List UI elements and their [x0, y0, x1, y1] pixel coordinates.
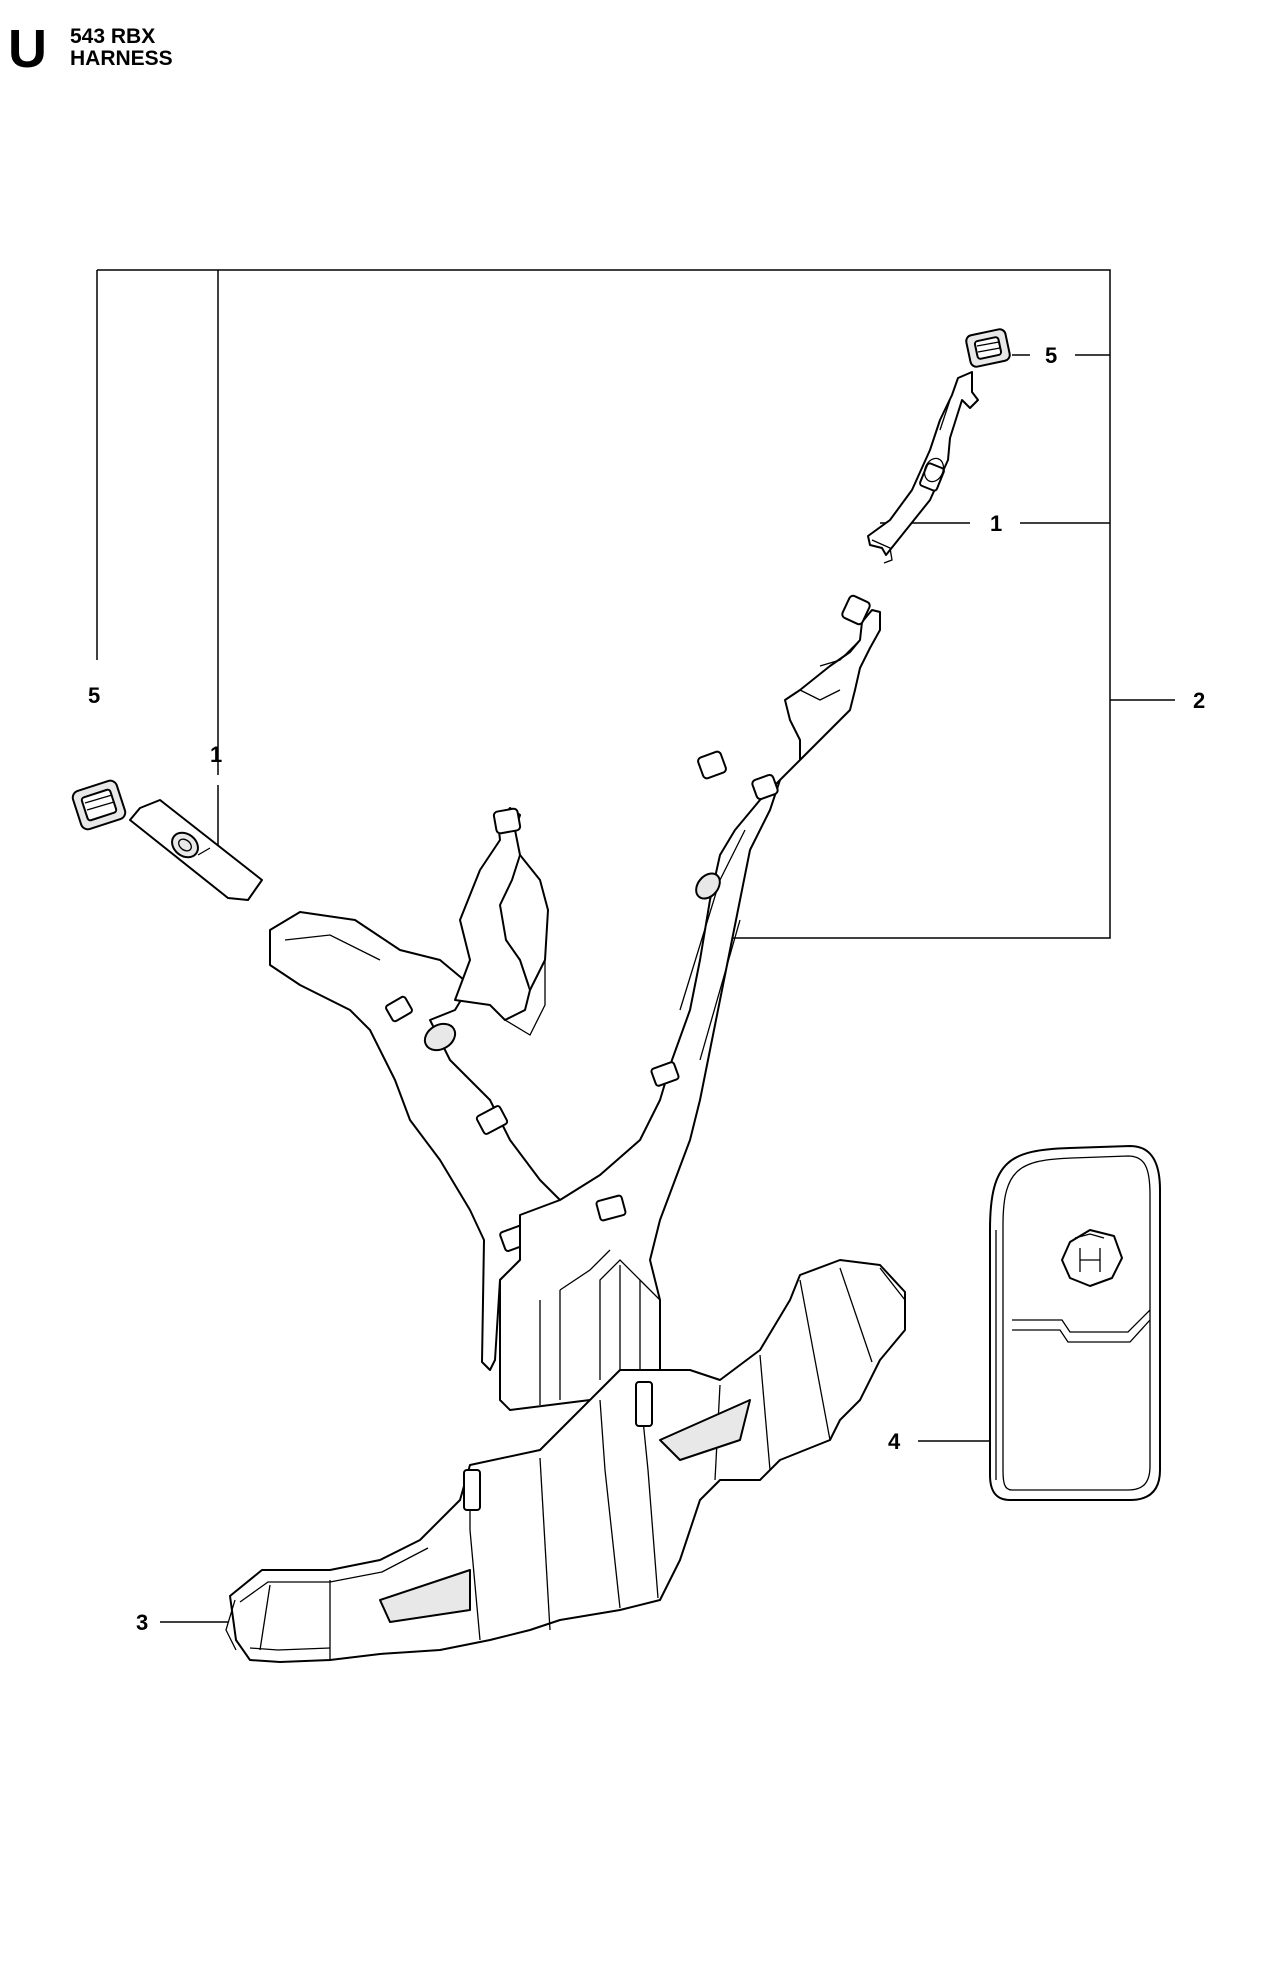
shoulder-harness-body [269, 594, 881, 1411]
callout-labels: 5 1 2 5 1 4 3 [88, 343, 1205, 1635]
callout-4: 4 [888, 1429, 901, 1454]
callout-5-top: 5 [1045, 343, 1057, 368]
page-title: HARNESS [70, 47, 173, 70]
model-name: 543 RBX [70, 25, 156, 48]
buckle-part-top [965, 328, 1011, 368]
callout-1-top: 1 [990, 511, 1002, 536]
section-letter: U [8, 19, 47, 79]
brand-logo-icon [1061, 1229, 1123, 1287]
strap-slider-left [129, 799, 263, 901]
callout-5-left: 5 [88, 683, 100, 708]
buckle-part-left [71, 779, 127, 831]
callout-2: 2 [1193, 688, 1205, 713]
callout-1-left: 1 [210, 742, 222, 767]
hook-clip-top [867, 371, 979, 564]
hip-pad-with-logo [989, 1145, 1161, 1501]
waist-belt-pad [225, 1259, 906, 1663]
callout-3: 3 [136, 1610, 148, 1635]
